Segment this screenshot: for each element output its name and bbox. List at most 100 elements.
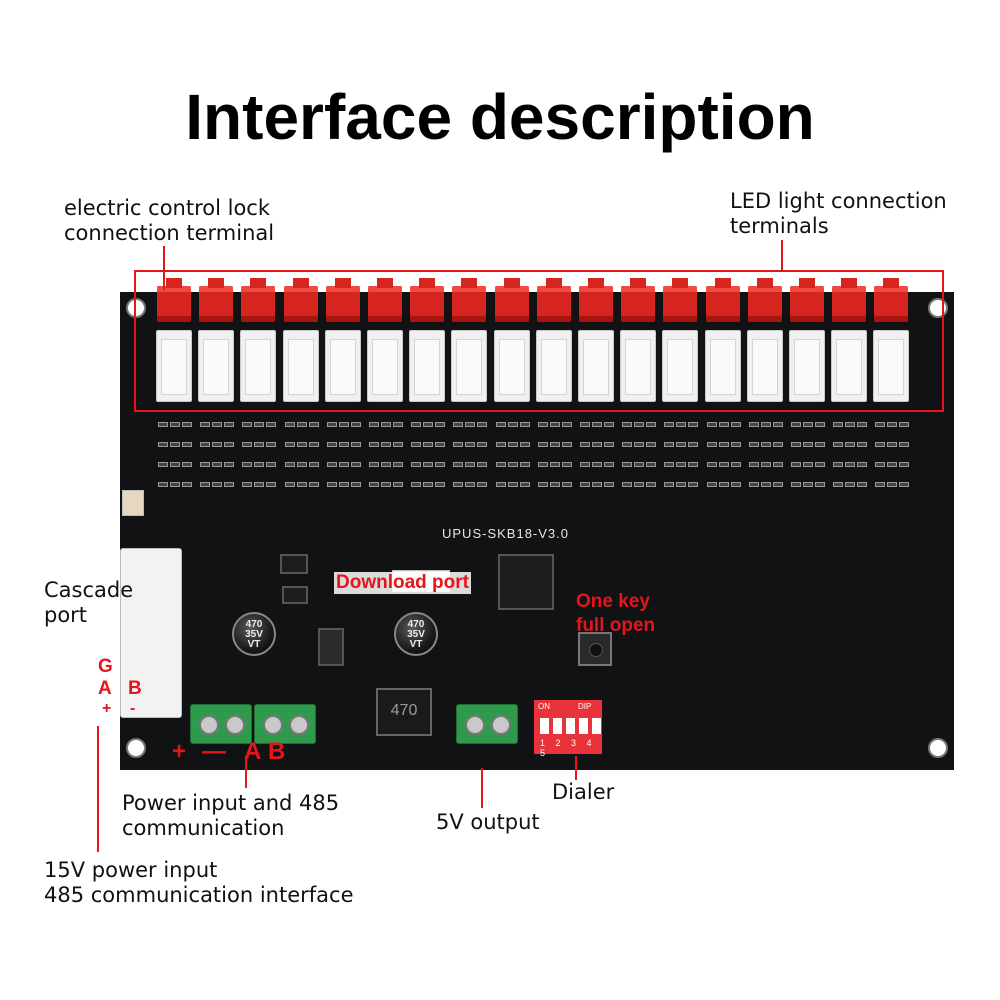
- smd-component: [688, 462, 699, 467]
- a-pin-label: A: [98, 678, 112, 699]
- smd-component: [688, 482, 699, 487]
- red-connector[interactable]: [790, 278, 824, 322]
- smd-component: [350, 422, 361, 427]
- white-connector[interactable]: [367, 330, 403, 402]
- red-connector[interactable]: [536, 278, 571, 322]
- red-connector[interactable]: [832, 278, 867, 322]
- dip-switch-toggle[interactable]: [553, 718, 562, 734]
- dip-switch-toggle[interactable]: [592, 718, 601, 734]
- red-connector[interactable]: [410, 278, 445, 322]
- smd-component: [254, 422, 265, 427]
- white-connector[interactable]: [451, 330, 488, 402]
- red-connector[interactable]: [663, 278, 698, 322]
- smd-component: [815, 422, 825, 427]
- smd-component: [254, 482, 265, 487]
- smd-component: [519, 482, 530, 487]
- smd-component: [507, 462, 518, 467]
- smd-component: [730, 462, 741, 467]
- smd-component: [887, 482, 898, 487]
- white-connector[interactable]: [578, 330, 614, 402]
- smd-component: [857, 462, 868, 467]
- microcontroller-chip: [498, 554, 554, 610]
- white-connector[interactable]: [873, 330, 910, 402]
- mounting-hole: [126, 298, 146, 318]
- white-connector[interactable]: [704, 330, 741, 402]
- power-15v-label: 15V power input 485 communication interf…: [44, 858, 354, 908]
- red-connector[interactable]: [494, 278, 529, 322]
- red-connector[interactable]: [283, 278, 318, 322]
- white-connector[interactable]: [409, 330, 446, 402]
- smd-component: [592, 422, 602, 427]
- white-connector[interactable]: [620, 330, 657, 402]
- smd-component: [266, 462, 277, 467]
- smd-component: [224, 482, 235, 487]
- smd-component: [676, 462, 687, 467]
- power-terminal-block: [190, 704, 252, 744]
- dialer-label: Dialer: [552, 780, 615, 804]
- white-connector[interactable]: [831, 330, 868, 402]
- smd-component: [833, 482, 844, 487]
- smd-component: [182, 482, 192, 487]
- dip-switch-toggle[interactable]: [579, 718, 588, 734]
- white-connector[interactable]: [493, 330, 530, 402]
- red-connector[interactable]: [325, 278, 360, 322]
- smd-component: [664, 422, 675, 427]
- smd-component: [791, 462, 801, 467]
- white-connector[interactable]: [324, 330, 361, 402]
- red-connector[interactable]: [452, 278, 487, 322]
- red-connector[interactable]: [874, 278, 909, 322]
- smd-component: [604, 442, 614, 447]
- smd-component: [833, 422, 844, 427]
- smd-component: [284, 442, 295, 447]
- white-connector[interactable]: [282, 330, 319, 402]
- smd-component: [718, 442, 729, 447]
- red-connector[interactable]: [705, 278, 740, 322]
- white-connector[interactable]: [746, 330, 783, 402]
- red-connector[interactable]: [157, 278, 191, 322]
- white-connector[interactable]: [156, 330, 192, 402]
- smd-component: [857, 422, 868, 427]
- red-connector[interactable]: [199, 278, 234, 322]
- smd-component: [242, 462, 253, 467]
- smd-component: [381, 422, 391, 427]
- smd-component: [748, 442, 759, 447]
- white-connector[interactable]: [789, 330, 825, 402]
- red-connector[interactable]: [579, 278, 613, 322]
- smd-component: [887, 422, 898, 427]
- red-connector[interactable]: [621, 278, 656, 322]
- red-connector[interactable]: [241, 278, 276, 322]
- white-connector[interactable]: [198, 330, 235, 402]
- power-485-label: Power input and 485 communication: [122, 791, 339, 841]
- smd-component: [350, 442, 361, 447]
- smd-component: [338, 462, 349, 467]
- white-connector[interactable]: [662, 330, 699, 402]
- smd-component: [634, 482, 645, 487]
- white-connector[interactable]: [240, 330, 277, 402]
- pcb-board: UPUS-SKB18-V3.0 470 35V VT 470 35V VT 47…: [120, 278, 954, 770]
- dip-switch[interactable]: ON DIP 1 2 3 4 5: [534, 700, 602, 758]
- smd-component: [308, 482, 319, 487]
- smd-component: [803, 482, 813, 487]
- smd-component: [350, 462, 361, 467]
- red-connector[interactable]: [747, 278, 782, 322]
- smd-component: [622, 462, 633, 467]
- smd-component: [266, 482, 277, 487]
- smd-component: [465, 462, 476, 467]
- smd-component: [875, 482, 886, 487]
- smd-component: [772, 462, 783, 467]
- smd-component: [393, 482, 403, 487]
- smd-component: [242, 422, 253, 427]
- 5v-output-label: 5V output: [436, 810, 540, 834]
- dip-switch-toggle[interactable]: [566, 718, 575, 734]
- smd-component: [561, 462, 572, 467]
- one-key-open-button[interactable]: [578, 632, 612, 666]
- smd-component: [411, 482, 422, 487]
- smd-component: [604, 422, 614, 427]
- red-connector[interactable]: [368, 278, 402, 322]
- smd-component: [170, 422, 180, 427]
- dip-numbers: 1 2 3 4 5: [540, 738, 596, 758]
- lock-terminal-line2: connection terminal: [64, 221, 275, 245]
- smd-component: [899, 462, 910, 467]
- dip-switch-toggle[interactable]: [540, 718, 549, 734]
- white-connector[interactable]: [535, 330, 572, 402]
